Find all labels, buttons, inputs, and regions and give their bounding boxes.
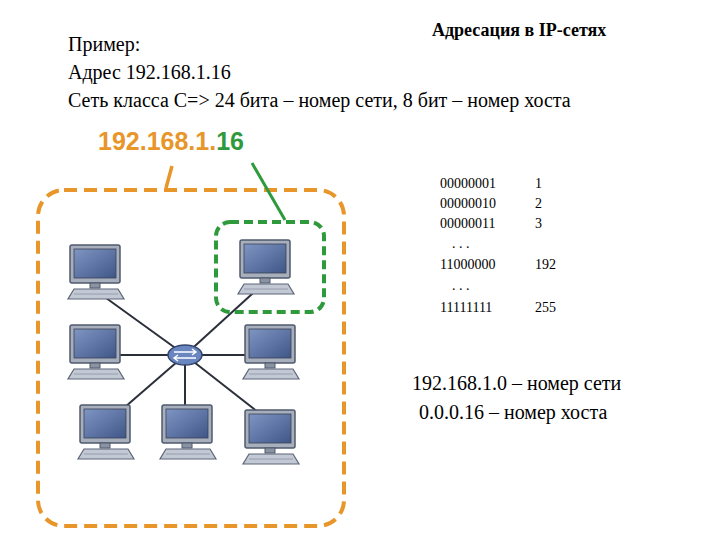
- binary-cell: 11000000: [440, 257, 495, 273]
- network-leader: [166, 166, 172, 188]
- network-number: 192.168.1.0 – номер сети: [412, 372, 621, 395]
- computer-icon: [238, 240, 294, 294]
- host-outline: [216, 222, 324, 312]
- decimal-cell: 2: [535, 196, 542, 212]
- network-cables: [95, 285, 268, 420]
- address-line: Адрес 192.168.1.16: [68, 61, 231, 84]
- binary-cell: 00000010: [440, 196, 496, 212]
- page-title: Адресация в IP-сетях: [432, 20, 606, 41]
- decimal-cell: 255: [535, 300, 556, 316]
- decimal-cell: 3: [535, 216, 542, 232]
- switch-icon: [168, 345, 202, 365]
- computer-icon: [243, 325, 299, 379]
- ip-network-part: 192.168.1.: [98, 127, 216, 156]
- network-outline: [38, 190, 344, 526]
- binary-cell: 00000011: [440, 216, 495, 232]
- binary-cell: 00000001: [440, 176, 496, 192]
- computer-icon: [68, 325, 124, 379]
- computer-icon: [68, 245, 124, 299]
- ellipsis: . . .: [452, 278, 470, 294]
- decimal-cell: 1: [535, 176, 542, 192]
- class-line: Сеть класса С=> 24 бита – номер сети, 8 …: [68, 89, 571, 112]
- example-heading: Пример:: [68, 33, 140, 56]
- host-number: 0.0.0.16 – номер хоста: [419, 401, 607, 424]
- ellipsis: . . .: [452, 236, 470, 252]
- computer-icon: [78, 405, 134, 459]
- binary-cell: 11111111: [440, 300, 492, 316]
- computer-icon: [243, 410, 299, 464]
- decimal-cell: 192: [535, 257, 556, 273]
- computer-icon: [160, 405, 216, 459]
- ip-host-part: 16: [216, 127, 244, 156]
- host-leader: [252, 163, 285, 220]
